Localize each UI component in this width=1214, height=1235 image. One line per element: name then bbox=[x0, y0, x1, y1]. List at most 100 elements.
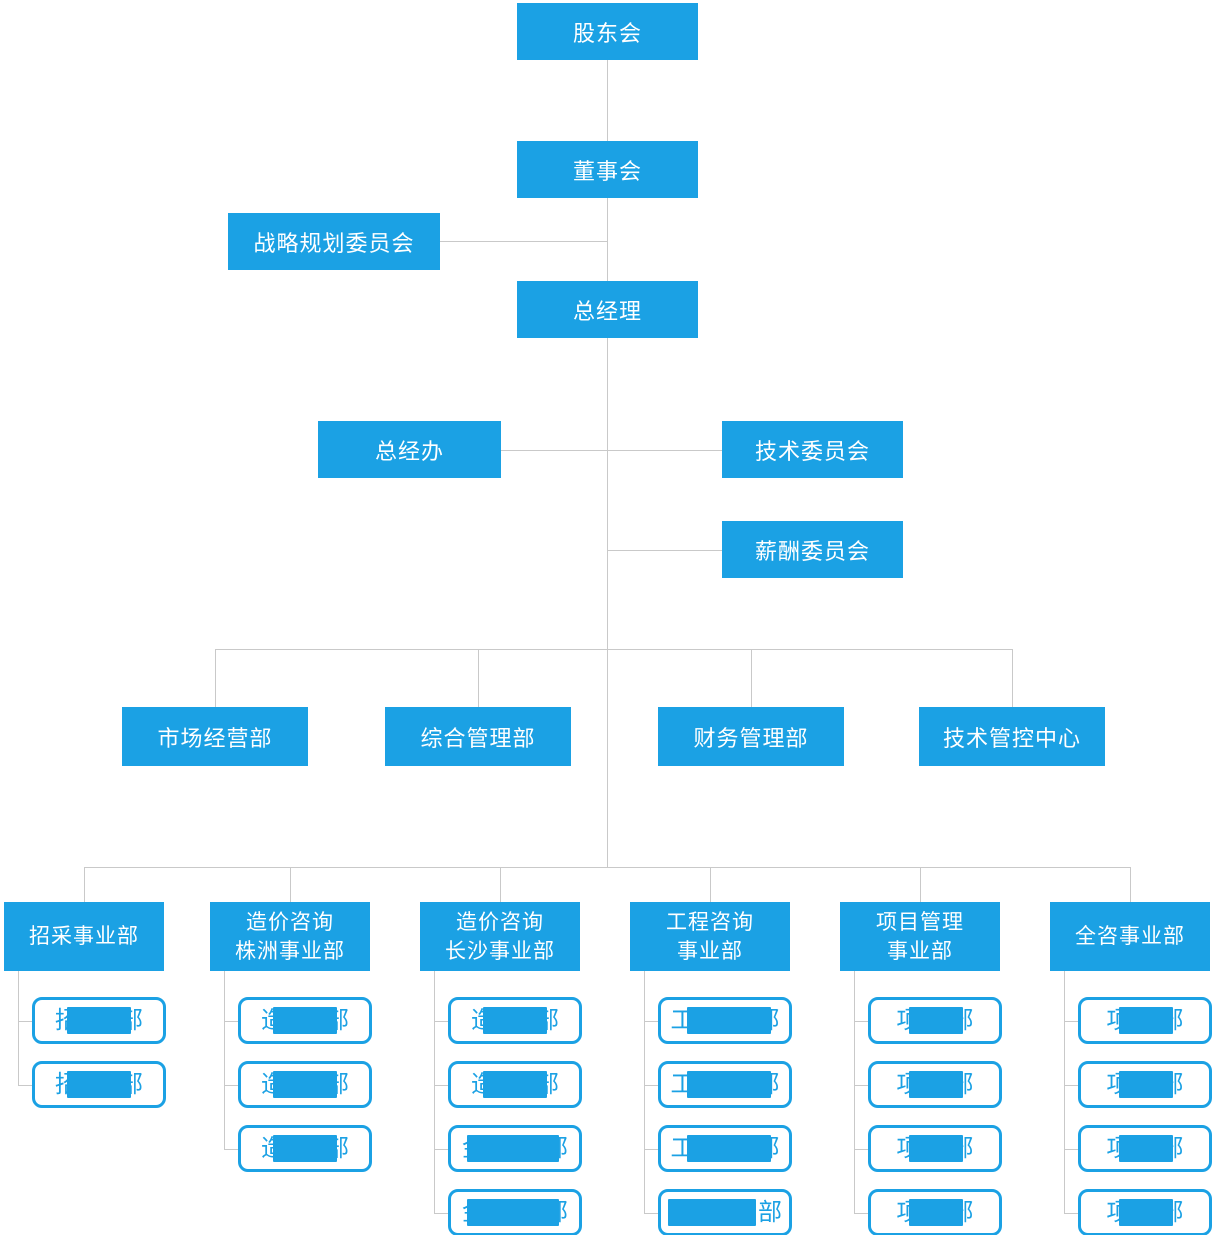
sub-dept-box: 工部 bbox=[658, 1125, 792, 1172]
redaction-block bbox=[1118, 1007, 1173, 1034]
node-gm-office: 总经办 bbox=[318, 421, 501, 478]
redaction-block bbox=[686, 1135, 771, 1162]
connector-line bbox=[478, 649, 479, 707]
sub-dept-box: 项部 bbox=[1078, 1189, 1212, 1235]
connector-line bbox=[1130, 867, 1131, 902]
connector-line bbox=[224, 1149, 238, 1150]
connector-line bbox=[290, 867, 291, 902]
redaction-block bbox=[273, 1135, 337, 1162]
sub-dept-label: 项部 bbox=[897, 1199, 974, 1227]
node-shareholders: 股东会 bbox=[517, 3, 698, 60]
node-dept-general-admin: 综合管理部 bbox=[385, 707, 571, 766]
connector-line bbox=[644, 1085, 658, 1086]
redaction-block bbox=[483, 1071, 547, 1098]
sub-dept-label: 项部 bbox=[897, 1007, 974, 1035]
connector-line bbox=[215, 649, 216, 707]
connector-line bbox=[1064, 971, 1065, 1213]
sub-dept-box: 项部 bbox=[1078, 1125, 1212, 1172]
sub-dept-box: 招部 bbox=[32, 997, 166, 1044]
redaction-block bbox=[273, 1007, 337, 1034]
connector-line bbox=[434, 1149, 448, 1150]
sub-dept-box: 造部 bbox=[238, 997, 372, 1044]
connector-line bbox=[500, 867, 501, 902]
node-division-4: 项目管理 事业部 bbox=[840, 902, 1000, 971]
sub-dept-box: 项部 bbox=[868, 1061, 1002, 1108]
connector-line bbox=[434, 1213, 448, 1214]
connector-line bbox=[607, 550, 722, 551]
sub-dept-label: 造部 bbox=[261, 1135, 349, 1163]
redaction-block bbox=[686, 1071, 771, 1098]
connector-line bbox=[644, 971, 645, 1213]
sub-dept-label: 工部 bbox=[671, 1071, 780, 1099]
node-dept-finance: 财务管理部 bbox=[658, 707, 844, 766]
sub-dept-box: 部 bbox=[658, 1189, 792, 1235]
redaction-block bbox=[1118, 1199, 1173, 1226]
sub-dept-label: 工部 bbox=[671, 1007, 780, 1035]
connector-line bbox=[751, 649, 752, 707]
sub-dept-label: 招部 bbox=[55, 1007, 143, 1035]
sub-dept-box: 工部 bbox=[658, 997, 792, 1044]
sub-dept-label: 项部 bbox=[1107, 1199, 1184, 1227]
redaction-block bbox=[1118, 1135, 1173, 1162]
sub-dept-box: 项部 bbox=[1078, 1061, 1212, 1108]
connector-line bbox=[1064, 1021, 1078, 1022]
connector-line bbox=[1064, 1085, 1078, 1086]
connector-line bbox=[854, 1021, 868, 1022]
sub-dept-box: 项部 bbox=[868, 1125, 1002, 1172]
sub-dept-label: 造部 bbox=[261, 1007, 349, 1035]
redaction-block bbox=[668, 1199, 756, 1226]
connector-line bbox=[854, 1085, 868, 1086]
node-dept-tech-control: 技术管控中心 bbox=[919, 707, 1105, 766]
sub-dept-label: 项部 bbox=[897, 1135, 974, 1163]
connector-line bbox=[224, 1021, 238, 1022]
sub-dept-label: 金部 bbox=[462, 1199, 568, 1227]
redaction-block bbox=[908, 1135, 963, 1162]
sub-dept-box: 造部 bbox=[238, 1061, 372, 1108]
sub-dept-label: 金部 bbox=[462, 1135, 568, 1163]
connector-line bbox=[84, 867, 1130, 868]
sub-dept-box: 金部 bbox=[448, 1189, 582, 1235]
redaction-block bbox=[908, 1007, 963, 1034]
connector-line bbox=[854, 1213, 868, 1214]
connector-line bbox=[215, 649, 1012, 650]
sub-dept-label: 造部 bbox=[261, 1071, 349, 1099]
sub-dept-box: 造部 bbox=[238, 1125, 372, 1172]
sub-dept-box: 招部 bbox=[32, 1061, 166, 1108]
connector-line bbox=[434, 1021, 448, 1022]
connector-line bbox=[84, 867, 85, 902]
connector-line bbox=[854, 1149, 868, 1150]
redaction-block bbox=[686, 1007, 771, 1034]
sub-dept-label: 项部 bbox=[1107, 1007, 1184, 1035]
node-tech-committee: 技术委员会 bbox=[722, 421, 903, 478]
redaction-block bbox=[908, 1071, 963, 1098]
sub-dept-box: 造部 bbox=[448, 997, 582, 1044]
redaction-block bbox=[273, 1071, 337, 1098]
redaction-block bbox=[908, 1199, 963, 1226]
node-division-2: 造价咨询 长沙事业部 bbox=[420, 902, 580, 971]
sub-dept-box: 项部 bbox=[1078, 997, 1212, 1044]
node-division-0: 招采事业部 bbox=[4, 902, 164, 971]
sub-dept-label: 部 bbox=[668, 1199, 782, 1227]
node-division-5: 全咨事业部 bbox=[1050, 902, 1210, 971]
redaction-block bbox=[67, 1007, 131, 1034]
connector-line bbox=[1012, 649, 1013, 707]
connector-line bbox=[710, 867, 711, 902]
redaction-block bbox=[467, 1199, 559, 1226]
redaction-block bbox=[67, 1071, 131, 1098]
node-strategy-committee: 战略规划委员会 bbox=[228, 213, 440, 270]
connector-line bbox=[644, 1149, 658, 1150]
redaction-block bbox=[483, 1007, 547, 1034]
connector-line bbox=[434, 971, 435, 1213]
connector-line bbox=[434, 1085, 448, 1086]
sub-dept-box: 项部 bbox=[868, 1189, 1002, 1235]
connector-line bbox=[18, 1021, 32, 1022]
sub-dept-label-end: 部 bbox=[758, 1198, 782, 1226]
sub-dept-label: 项部 bbox=[1107, 1071, 1184, 1099]
sub-dept-label: 项部 bbox=[897, 1071, 974, 1099]
node-division-1: 造价咨询 株洲事业部 bbox=[210, 902, 370, 971]
sub-dept-label: 造部 bbox=[471, 1071, 559, 1099]
connector-line bbox=[18, 1085, 32, 1086]
connector-line bbox=[644, 1021, 658, 1022]
sub-dept-label: 招部 bbox=[55, 1071, 143, 1099]
